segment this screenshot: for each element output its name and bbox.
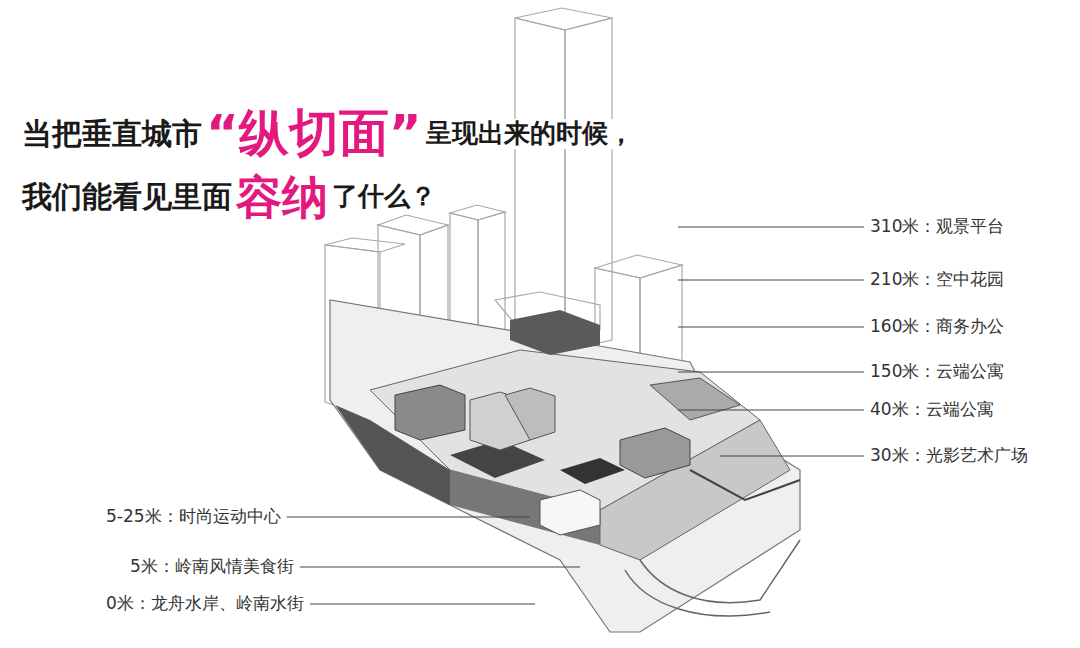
callout-holder: 160米：商务办公: [868, 317, 1006, 337]
height-callout: 310米：观景平台: [868, 217, 1006, 237]
tower-frame: [378, 215, 448, 235]
title-text: 我们能看见里面: [22, 180, 232, 215]
tower-frame: [515, 18, 565, 350]
leader-line: [678, 280, 864, 281]
roof-block: [395, 385, 465, 440]
callout-holder: 0米：龙舟水岸、岭南水街: [104, 594, 306, 614]
title-text: 了什么？: [332, 182, 436, 212]
title-run-holder: 了什么？: [332, 182, 436, 212]
ramp: [625, 570, 770, 616]
leader-line: [678, 227, 864, 228]
podium-base: [330, 300, 800, 632]
height-callout: 150米：云端公寓: [868, 362, 1006, 382]
roof-block: [650, 378, 740, 420]
roof-edge: [690, 470, 800, 500]
title-run-holder: 当把垂直城市: [22, 117, 202, 152]
podium: [330, 300, 800, 632]
title-text: 容纳: [236, 171, 328, 224]
height-callout: 5米：岭南风情美食街: [128, 557, 296, 577]
height-callout: 210米：空中花园: [868, 270, 1006, 290]
leader-line: [287, 517, 530, 518]
title-text: 呈现出来的时候，: [426, 119, 634, 149]
leader-lines: [287, 227, 864, 604]
roof-block: [540, 490, 600, 535]
tower-frame: [325, 238, 405, 252]
height-callout: 160米：商务办公: [868, 317, 1006, 337]
ramp: [640, 540, 800, 603]
callout-holder: 5-25米：时尚运动中心: [104, 507, 283, 527]
title-run-holder: 容纳: [236, 171, 328, 224]
title-run-holder: 呈现出来的时候，: [426, 119, 634, 149]
leader-line: [678, 327, 864, 328]
tower-frame: [595, 255, 682, 278]
tower-frame: [515, 8, 612, 30]
leader-line: [310, 604, 535, 605]
title-text: 当把垂直城市: [22, 117, 202, 152]
height-callout: 0米：龙舟水岸、岭南水街: [104, 594, 306, 614]
roof-block: [560, 458, 625, 484]
callout-holder: 40米：云端公寓: [868, 400, 996, 420]
title-run-holder: 我们能看见里面: [22, 180, 232, 215]
roof-block: [505, 388, 555, 440]
callout-holder: 5米：岭南风情美食街: [128, 557, 296, 577]
callout-holder: 210米：空中花园: [868, 270, 1006, 290]
height-callout: 40米：云端公寓: [868, 400, 996, 420]
tower-frame: [450, 205, 505, 220]
leader-line: [678, 410, 864, 411]
height-callout: 30米：光影艺术广场: [868, 446, 1030, 466]
podium-facade: [450, 470, 600, 545]
leader-line: [678, 372, 864, 373]
tower-frame: [565, 18, 612, 350]
height-callout: 5-25米：时尚运动中心: [104, 507, 283, 527]
leader-line: [300, 567, 580, 568]
title-text: “纵切面”: [206, 105, 422, 163]
leader-line: [720, 456, 864, 457]
roof-block: [510, 310, 600, 355]
podium-facade: [600, 420, 790, 560]
callout-holder: 310米：观景平台: [868, 217, 1006, 237]
callout-holder: 30米：光影艺术广场: [868, 446, 1030, 466]
title-run-holder: “纵切面”: [206, 105, 422, 163]
roof-block: [620, 428, 690, 478]
callout-holder: 150米：云端公寓: [868, 362, 1006, 382]
